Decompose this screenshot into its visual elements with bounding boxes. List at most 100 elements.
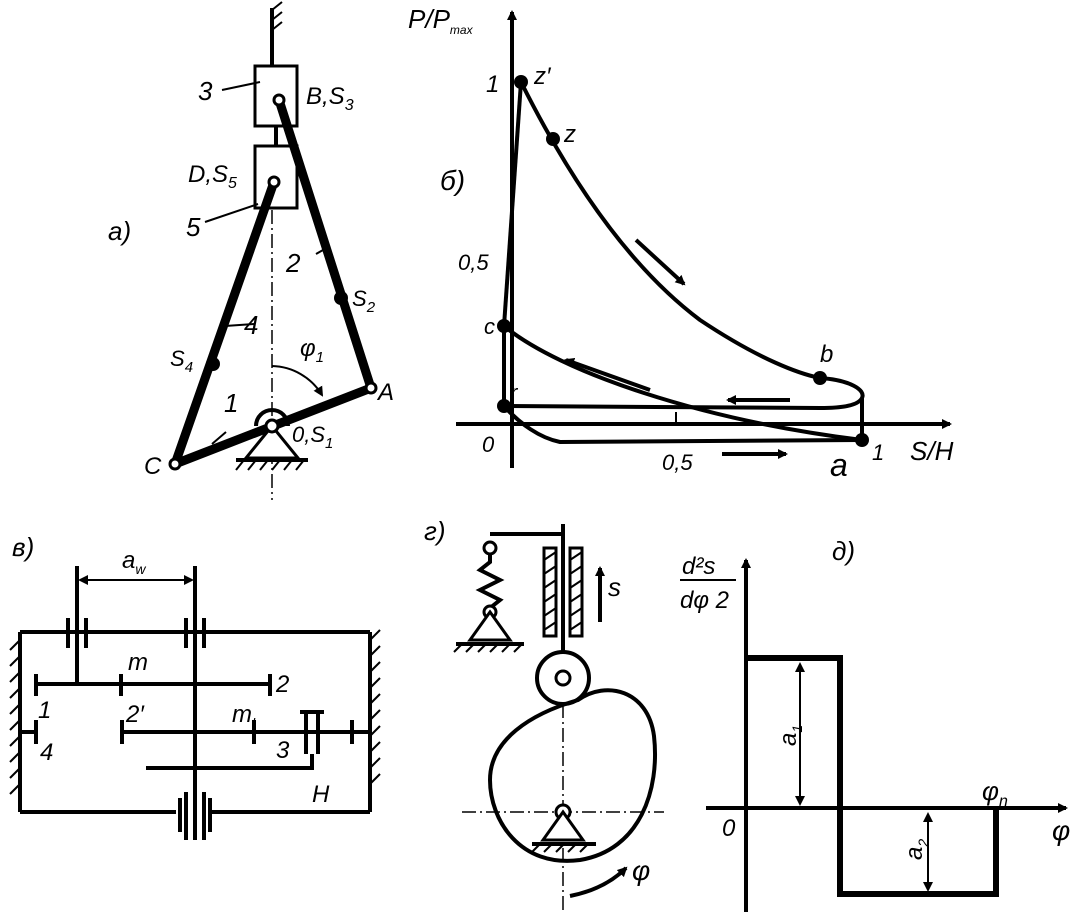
hatch-right [369, 629, 381, 785]
point-b [813, 371, 827, 385]
rotation-arrow [569, 866, 628, 898]
label-1: 1 [224, 388, 238, 418]
label-g4: 4 [40, 739, 53, 766]
y-axis-label: P/Pmax [408, 4, 474, 37]
bearing-bottom [178, 792, 212, 840]
leader-1 [211, 431, 227, 445]
bearing-top-right [184, 618, 206, 648]
pin-o [264, 418, 280, 434]
curve-expansion [519, 81, 821, 380]
label-a1: a1 [775, 725, 805, 746]
cam-ground-hatch [531, 843, 589, 853]
label-z: z [563, 121, 576, 148]
label-zero: 0 [722, 815, 736, 842]
link-4 [170, 177, 279, 469]
arrow-compression [564, 357, 651, 392]
label-phi-cam: φ [632, 855, 650, 886]
label-phi-axis: φ [1052, 815, 1070, 846]
label-ds5: D,S5 [188, 161, 237, 192]
spring-pin-top [482, 540, 498, 556]
label-phi1: φ1 [300, 335, 324, 366]
cam-profile [487, 688, 657, 863]
tick-y05: 0,5 [458, 250, 489, 275]
leader-4 [224, 323, 255, 327]
x-axis-label: S/H [910, 436, 954, 466]
label-zp: z′ [533, 63, 552, 90]
label-b: b [820, 341, 833, 368]
curve-compression [502, 324, 863, 442]
label-C: C [144, 453, 162, 480]
leader-5 [204, 203, 259, 223]
pin-a [364, 381, 378, 395]
angle-phi1-arrow [271, 365, 324, 397]
label-g2p: 2′ [125, 701, 145, 728]
curve-intake [502, 404, 863, 445]
label-3: 3 [198, 76, 213, 106]
leader-2 [315, 245, 331, 255]
panel-d-tag: д) [832, 536, 855, 566]
point-zp [514, 75, 528, 89]
center-s2 [334, 291, 348, 305]
point-a [855, 433, 869, 447]
label-s2: S2 [352, 286, 376, 316]
panel-a-tag: а) [108, 216, 131, 246]
label-aw: aw [122, 547, 146, 577]
label-m: m [128, 649, 148, 676]
panel-d-acceleration: д) d²s dφ 2 a1 a2 0 φn φ [680, 536, 1070, 912]
panel-g-tag: г) [424, 516, 445, 546]
label-den: dφ 2 [680, 587, 729, 614]
arrow-expansion [634, 238, 686, 286]
guide-hatch [543, 551, 583, 631]
label-a2: a2 [901, 839, 931, 860]
roller-pin [554, 669, 572, 687]
point-r [497, 399, 511, 413]
pin-b [272, 93, 286, 107]
label-s4: S4 [170, 346, 193, 376]
link-2 [274, 95, 376, 393]
panel-a-linkage: а) 3 B,S3 D,S5 5 2 S2 4 S4 φ1 A 1 C 0,S1 [108, 1, 394, 500]
panel-g-cam: г) s φ [424, 516, 664, 912]
tick-x0: 0 [482, 432, 495, 457]
curve-c-zp [502, 81, 523, 327]
label-num: d²s [682, 553, 715, 580]
leader-3 [221, 81, 261, 91]
point-c [497, 319, 511, 333]
label-phin: φn [982, 776, 1008, 810]
label-r: r [510, 380, 519, 405]
panel-b-indicator: б) P/Pmax S/H 1 0,5 0 0,5 1 z′ z c b r a [408, 4, 954, 483]
label-2: 2 [285, 248, 301, 278]
label-os1: 0,S1 [292, 422, 333, 452]
pin-c [168, 457, 182, 471]
panel-b-tag: б) [440, 165, 465, 196]
tick-y1: 1 [486, 71, 499, 98]
spring [475, 552, 505, 610]
ground-hatch-top [271, 1, 283, 31]
point-z [546, 132, 560, 146]
label-s: s [608, 572, 621, 602]
panel-v-tag: в) [12, 532, 34, 562]
ground-support-o [235, 408, 308, 471]
panel-v-gearbox: в) aw m 1 2 2′ ml 3 4 H [9, 532, 381, 840]
spring-ground-hatch [453, 643, 523, 653]
label-c: c [484, 314, 495, 339]
acceleration-profile [746, 655, 999, 897]
tick-x05: 0,5 [662, 450, 693, 475]
label-5: 5 [186, 212, 201, 242]
label-ml: ml [232, 701, 256, 731]
label-A: A [376, 379, 394, 406]
pin-d [267, 175, 281, 189]
label-g1: 1 [38, 697, 51, 724]
planet-3 [300, 710, 324, 754]
label-4: 4 [244, 310, 258, 340]
label-a: a [830, 447, 848, 483]
center-s4 [206, 357, 220, 371]
bearing-top-left [66, 618, 88, 648]
carrier-h [146, 754, 314, 770]
spring-support [467, 609, 513, 642]
label-g2: 2 [275, 671, 289, 698]
label-H: H [312, 781, 330, 808]
label-g3: 3 [276, 737, 290, 764]
label-bs3: B,S3 [306, 83, 354, 114]
